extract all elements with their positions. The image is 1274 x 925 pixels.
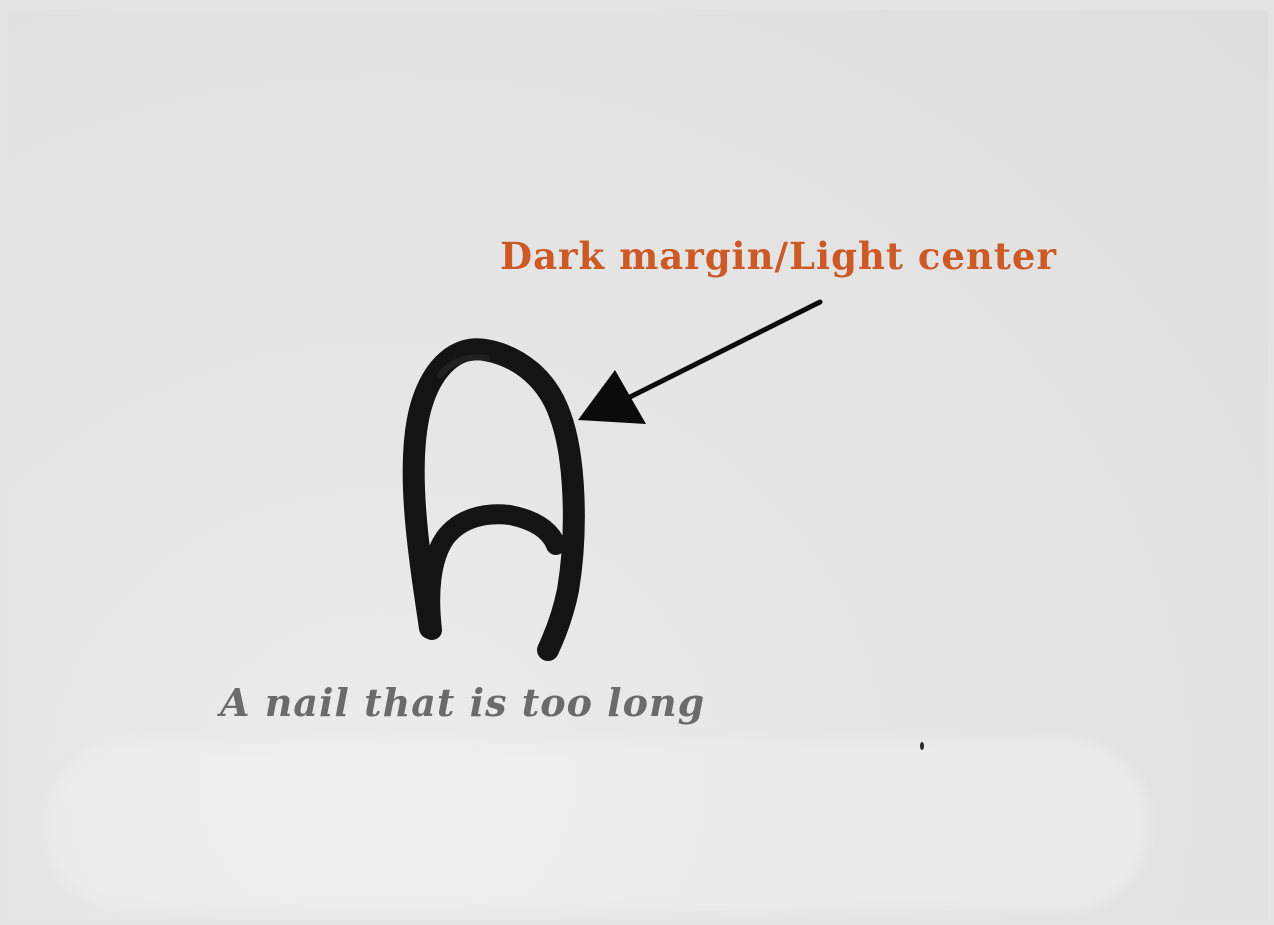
arrow-head xyxy=(578,370,646,424)
paper-speck xyxy=(920,742,924,750)
caption-label: A nail that is too long xyxy=(220,680,705,725)
annotation-label: Dark margin/Light center xyxy=(500,234,1057,278)
nail-inner-outline xyxy=(430,514,556,630)
arrow-line xyxy=(624,302,820,400)
